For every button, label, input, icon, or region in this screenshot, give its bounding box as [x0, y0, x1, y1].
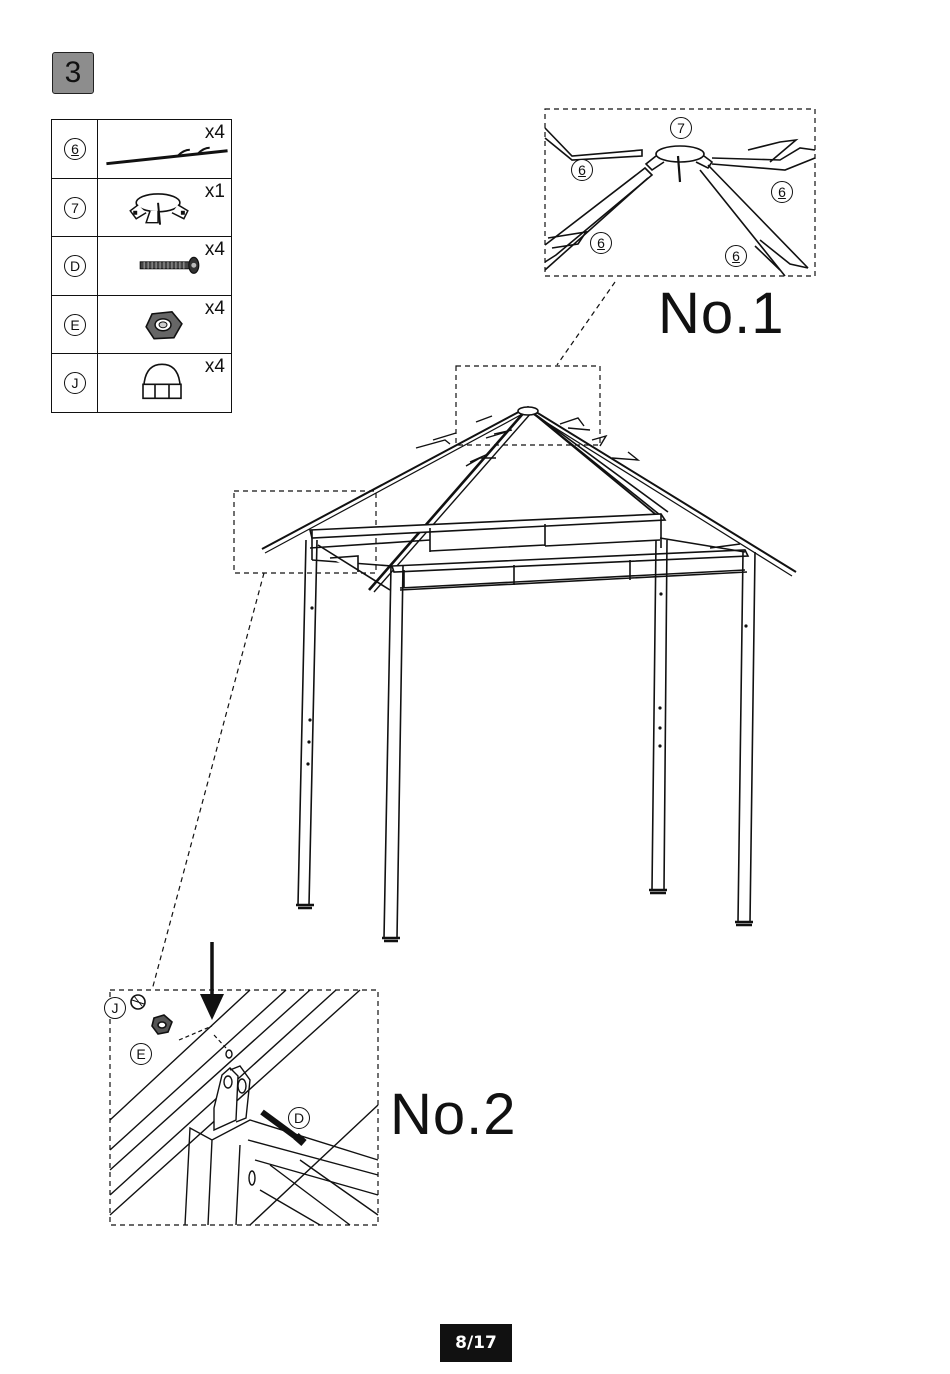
callout-part-E: E	[130, 1043, 152, 1065]
detail-2-box	[110, 990, 378, 1225]
callout-part-6: 6	[725, 245, 747, 267]
detail-1-label: No.1	[658, 280, 785, 347]
down-arrow-icon	[200, 994, 224, 1020]
callout-part-6: 6	[771, 181, 793, 203]
callout-part-D: D	[288, 1107, 310, 1129]
callout-part-6: 6	[590, 232, 612, 254]
gazebo-legs	[296, 540, 755, 941]
page-number: 8/17	[440, 1324, 512, 1362]
detail-2-joint-drawing	[110, 990, 378, 1225]
detail-2-label: No.2	[390, 1081, 517, 1148]
callout-part-J: J	[104, 997, 126, 1019]
callout-part-7: 7	[670, 117, 692, 139]
callout-part-6: 6	[571, 159, 593, 181]
detail-1-connector-drawing	[545, 128, 815, 276]
